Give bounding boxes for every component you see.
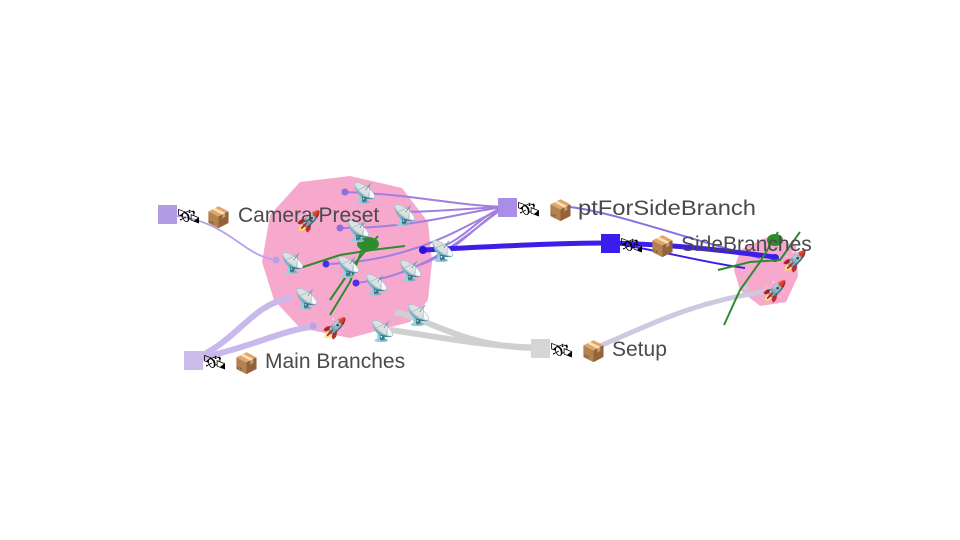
edge-blue-thin — [609, 242, 746, 269]
rocket-icon: 🚀 — [762, 279, 787, 303]
satellite-icon: 🛰 — [176, 204, 201, 228]
edges-gray — [389, 310, 541, 351]
bug-leg — [299, 245, 406, 269]
antenna-icon: 📡 — [430, 238, 455, 263]
node-label: Main Branches — [265, 350, 405, 373]
bug-leg — [329, 227, 366, 316]
dot — [336, 224, 344, 232]
rocket-icon: 🚀 — [296, 209, 321, 233]
edge-main-to-cluster-1 — [190, 295, 291, 363]
node-label: Camera Preset — [238, 204, 379, 227]
box-icon: 📦 — [581, 339, 606, 363]
edge-main-to-cluster-2 — [191, 323, 319, 363]
node-square — [184, 351, 203, 370]
antenna-icon: 📡 — [346, 218, 371, 243]
satellite-icon: 🛰 — [202, 350, 227, 374]
bug-icon — [299, 227, 406, 316]
bug-leg — [717, 231, 801, 271]
box-icon: 📦 — [234, 351, 259, 375]
dot — [272, 256, 280, 264]
bug-body — [767, 234, 783, 246]
box-icon: 📦 — [206, 205, 231, 229]
cluster-left-blob — [262, 176, 432, 338]
edge-cluster-to-sidebranches — [424, 240, 611, 253]
dot — [394, 309, 402, 317]
edges-thin-purple — [167, 214, 277, 261]
edges-light-purple — [190, 295, 319, 363]
node-side-branches[interactable]: 🛰 📦 SideBranches — [601, 233, 812, 258]
node-label-text: ptForSideBranch — [578, 197, 756, 220]
antenna-icon: 📡 — [280, 250, 305, 275]
dot — [285, 294, 293, 302]
edge-pt-to-side — [569, 206, 761, 259]
antenna-icons: 📡 📡 📡 📡 📡 📡 📡 📡 📡 📡 📡 — [280, 180, 455, 343]
node-pt-for-side-branch[interactable]: 🛰 📦 ptForSideBranch — [498, 197, 756, 222]
antenna-icon: 📡 — [336, 254, 361, 279]
node-camera-preset[interactable]: 🛰 📦 Camera Preset — [158, 204, 379, 229]
antenna-icon: 📡 — [406, 302, 431, 327]
antenna-icon: 📡 — [370, 318, 395, 343]
dot — [743, 285, 749, 291]
edge-pt-1 — [344, 191, 506, 208]
edge-camera-to-antenna — [167, 214, 277, 261]
node-label: ptForSideBranch — [578, 197, 756, 220]
dot — [419, 246, 427, 254]
bug-body — [357, 237, 379, 251]
box-icon: 📦 — [548, 198, 573, 222]
dots — [272, 188, 779, 330]
antenna-icon: 📡 — [294, 286, 319, 311]
satellite-icon: 🛰 — [516, 197, 541, 221]
node-setup[interactable]: 🛰 📦 Setup — [531, 338, 667, 363]
dot — [309, 322, 317, 330]
node-label: Setup — [612, 338, 667, 361]
antenna-icon: 📡 — [392, 202, 417, 227]
satellite-icon: 🛰 — [619, 233, 644, 257]
rocket-icon: 🚀 — [322, 316, 347, 340]
edge-sidebranches-to-rocket — [609, 240, 776, 260]
node-square — [601, 234, 620, 253]
edge-pt-5 — [329, 206, 506, 265]
node-square — [531, 339, 550, 358]
edge-setup-to-cluster-2 — [389, 327, 541, 351]
node-label: SideBranches — [681, 233, 812, 256]
edge-pt-2 — [399, 206, 506, 213]
edge-pt-7 — [419, 206, 506, 266]
edge-setup-to-sidebranches — [599, 287, 776, 349]
node-square — [158, 205, 177, 224]
node-square — [498, 198, 517, 217]
edges-blue — [424, 240, 776, 269]
rocket-icon: 🚀 — [782, 249, 807, 273]
antenna-icon: 📡 — [364, 272, 389, 297]
node-main-branches[interactable]: 🛰 📦 Main Branches — [184, 350, 405, 375]
dot — [322, 260, 330, 268]
antenna-icon: 📡 — [352, 180, 377, 205]
dot — [341, 188, 349, 196]
antenna-icon: 📡 — [398, 258, 423, 283]
edge-pt-3 — [339, 206, 506, 229]
dot — [352, 279, 360, 287]
bug-leg — [723, 231, 779, 326]
bug-icon-right — [717, 231, 801, 326]
box-icon: 📦 — [650, 234, 675, 258]
rocket-icons: 🚀 🚀 🚀 🚀 — [296, 209, 807, 340]
satellite-icon: 🛰 — [549, 338, 574, 362]
